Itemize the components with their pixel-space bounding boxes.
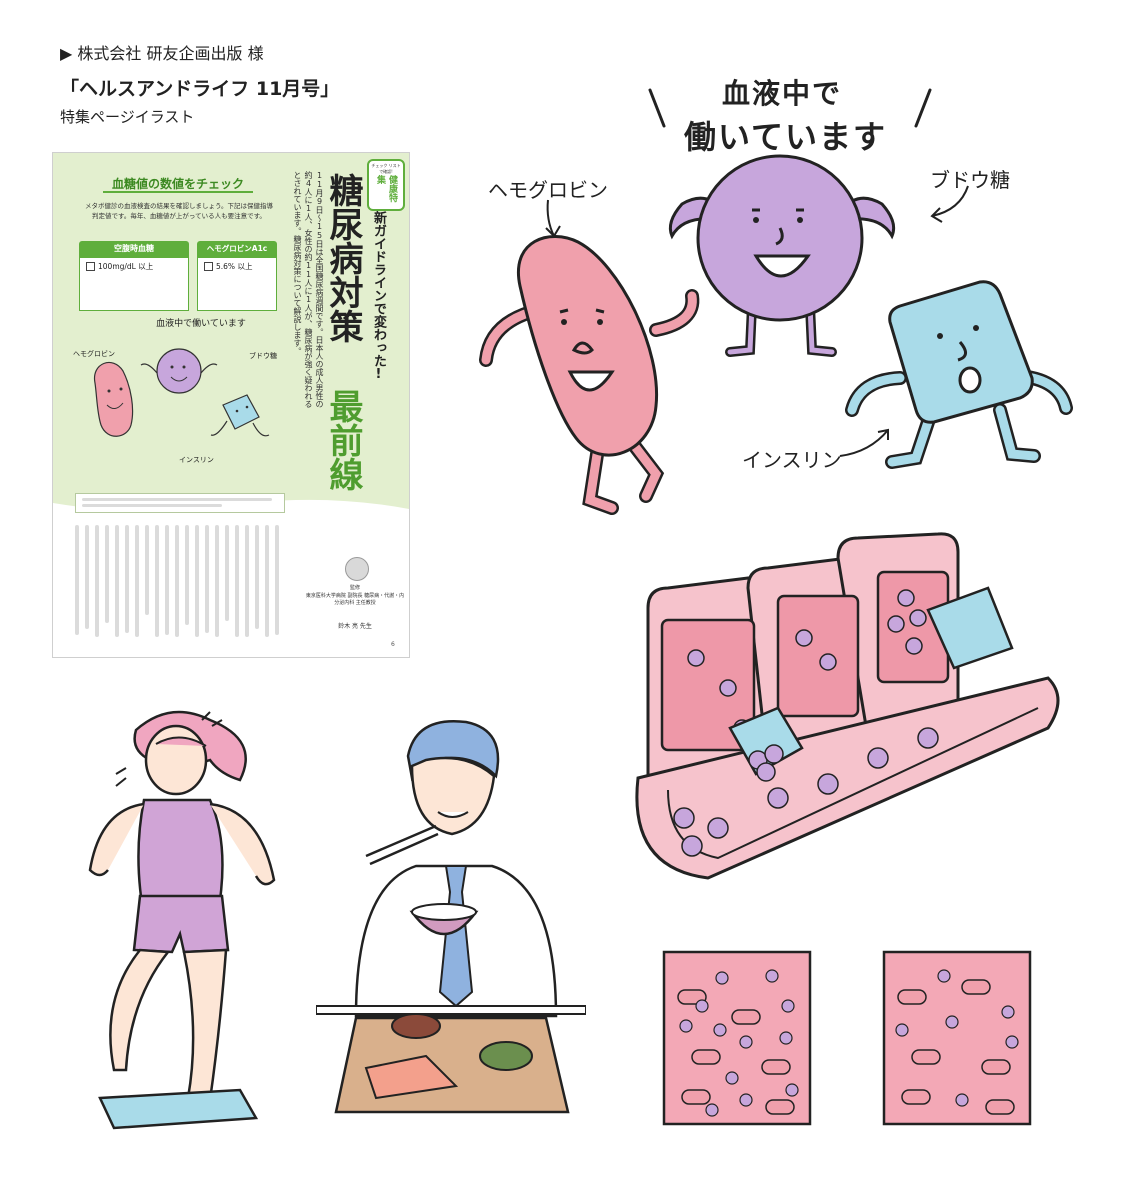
label-hemoglobin: ヘモグロビン [488,178,608,202]
main-characters-illustration [479,88,1073,515]
tissue-comparison-illustration [662,950,1032,1126]
badge-top-text: チェック リストで確認! [371,163,401,174]
main-caption-line2: 働いています [684,118,888,156]
magazine-page: チェック リストで確認! 健康特集 新ガイドラインで変わった! 糖尿病対策 最前… [52,152,410,658]
check-body: メタボ健診の血液検査の結果を確認しましょう。下記は保健指導判定値です。毎年、血糖… [84,202,274,220]
supervisor-org: 東京医科大学病院 副院長 糖尿病・代謝・内分泌内科 主任教授 [305,593,405,606]
intro-text: 11月9日〜15日は全国糖尿病週間です。日本人の成人男性の約4人に1人、女性の約… [293,171,324,408]
insulin-character [845,280,1073,469]
hemoglobin-character [479,235,700,515]
mini-characters-illustration [94,348,270,437]
box1: 100mg/dL 以上 [79,257,189,311]
issue-subtitle: 特集ページイラスト [60,108,195,126]
label-glucose: ブドウ糖 [930,168,1010,192]
check-title: 血糖値の数値をチェック [111,177,244,191]
woman-on-scale-illustration [88,710,276,1130]
supervisor-name: 鈴木 亮 先生 [338,623,372,630]
mini-label-insulin: インスリン [179,456,214,464]
headline-accent: 最前線 [323,389,363,491]
body-text-blurred [71,525,291,645]
box1-checkbox [86,262,95,271]
supervisor-role: 監修 [349,585,360,591]
vessel-insulin-characters [728,586,1014,776]
box2-checkbox [204,262,213,271]
label-insulin: インスリン [742,448,842,472]
badge-main-text: 健康特集 [375,175,397,202]
box2-title: ヘモグロビンA1c [197,241,277,257]
box2: 5.6% 以上 [197,257,277,311]
subhead: 新ガイドラインで変わった! [371,211,386,382]
box2-value: 5.6% 以上 [216,262,253,271]
glucose-character [668,154,896,357]
page-number: 6 [391,641,395,648]
note-box [75,493,285,513]
client-line: ▶ 株式会社 研友企画出版 様 [60,44,264,63]
main-caption-line1: 血液中で [722,77,843,110]
box1-title: 空腹時血糖 [79,241,189,257]
page-background [53,153,409,657]
mini-label-glucose: ブドウ糖 [249,352,277,360]
headline: 糖尿病対策 [323,173,363,343]
issue-title: 「ヘルスアンドライフ 11月号」 [60,78,340,100]
check-underline [103,191,253,193]
mini-label-hemoglobin: ヘモグロビン [73,350,115,358]
blood-vessel-illustration [635,532,1060,880]
supervisor-avatar [345,557,369,581]
mini-caption: 血液中で働いています [156,319,246,329]
box1-value: 100mg/dL 以上 [98,262,154,271]
feature-badge: チェック リストで確認! 健康特集 [367,159,405,211]
man-eating-illustration [316,720,586,1114]
